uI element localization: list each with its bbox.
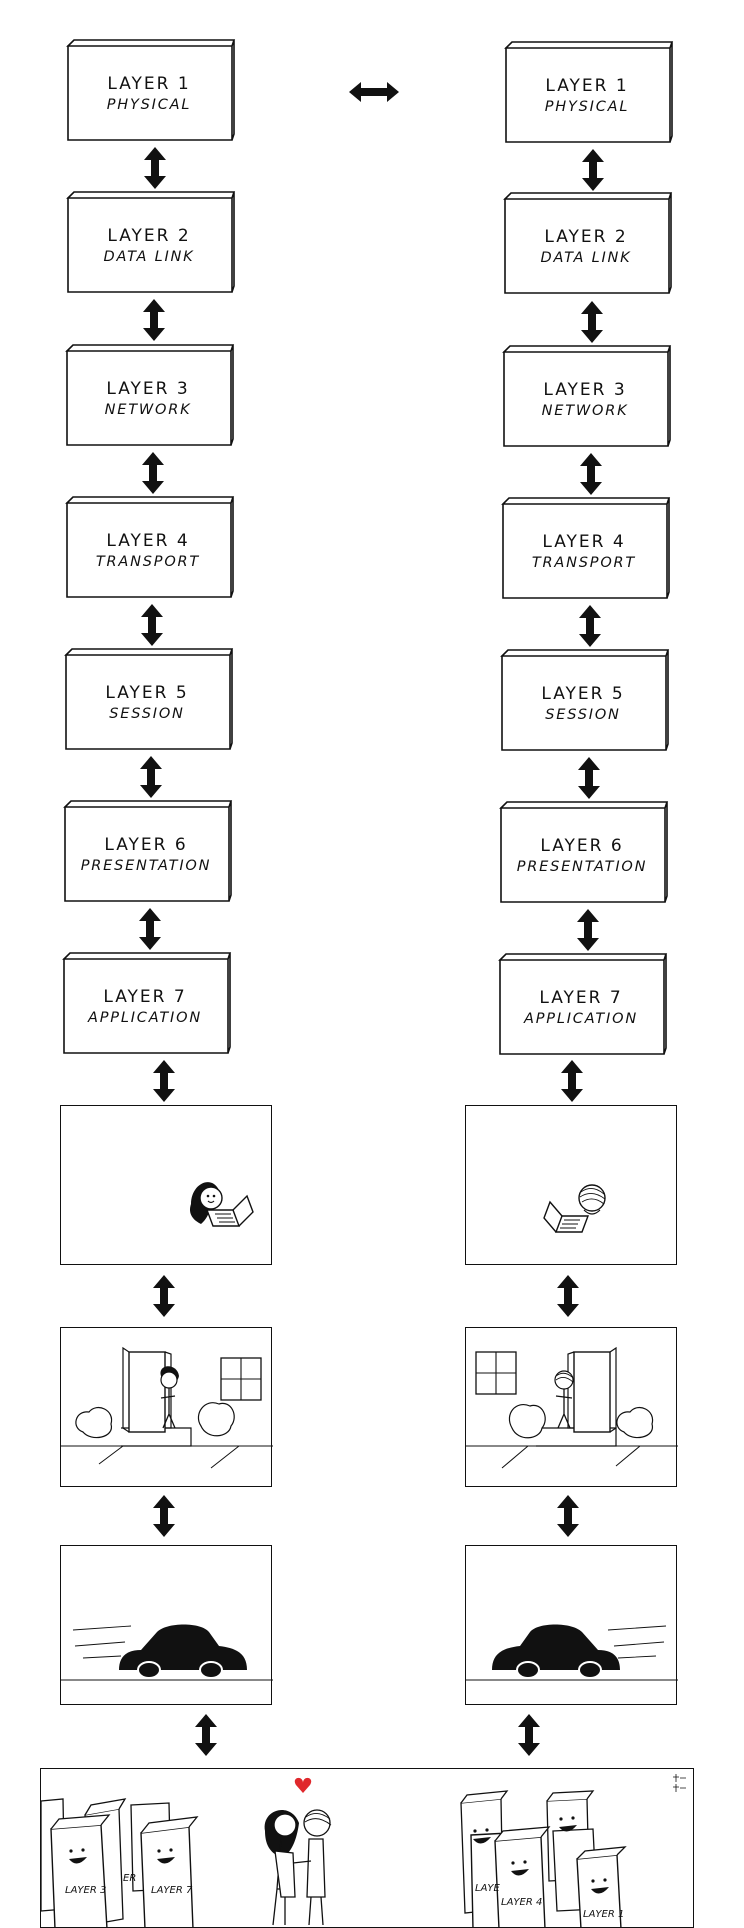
left-doorway-panel [60,1327,273,1487]
box-outline [66,191,236,293]
layer-subtitle: PRESENTATION [80,857,212,874]
crowd-box-label: LAYER 1 [583,1909,624,1920]
vertical-double-arrow-icon [579,605,601,647]
vertical-double-arrow-icon [518,1714,540,1756]
layer-subtitle: DATA LINK [103,248,195,265]
vertical-double-arrow-icon [580,453,602,495]
heart-icon [294,1777,312,1793]
layer-title: LAYER 6 [104,835,188,856]
vertical-double-arrow-icon [577,909,599,951]
crowd-box-label: LAYER 7 [151,1885,193,1896]
crowd-box-label: LAYER 3 [65,1885,106,1896]
layer-subtitle: APPLICATION [88,1009,202,1026]
layer-subtitle: SESSION [545,706,621,723]
crowd-box-label: LAYE [475,1883,501,1894]
couple-hugging [264,1777,332,1926]
layer-subtitle: PRESENTATION [516,858,648,875]
layer-title: LAYER 1 [107,74,191,95]
layer-subtitle: TRANSPORT [95,553,201,570]
horizontal-double-arrow-icon [349,82,399,102]
vertical-double-arrow-icon [561,1060,583,1102]
layer-subtitle: PHYSICAL [106,96,192,113]
crowd-box-label: LAYER 4 [501,1897,542,1908]
celebration-panel: LAYER 3 ER LAYER 7 [40,1768,694,1928]
box-outline [503,192,673,294]
layer-title: LAYER 4 [542,532,626,553]
layer-title: LAYER 5 [541,684,625,705]
vertical-double-arrow-icon [142,452,164,494]
boy-at-door-illustration [466,1346,678,1469]
box-outline [65,344,235,446]
vertical-double-arrow-icon [578,757,600,799]
layer-subtitle: APPLICATION [524,1010,638,1027]
right-laptop-panel [465,1105,677,1265]
right-car-panel [465,1545,678,1705]
box-outline [499,801,669,903]
layer-title: LAYER 5 [105,683,189,704]
vertical-double-arrow-icon [153,1495,175,1537]
box-outline [65,496,235,598]
vertical-double-arrow-icon [581,301,603,343]
left-layer-crowd: LAYER 3 ER LAYER 7 [41,1798,199,1927]
box-outline [62,952,232,1054]
vertical-double-arrow-icon [141,604,163,646]
right-layer-crowd: LAYE LAYER 4 LAYER 1 [460,1790,627,1927]
layer-title: LAYER 3 [543,380,627,401]
box-outline [500,649,670,751]
vertical-double-arrow-icon [582,149,604,191]
box-outline [64,648,234,750]
left-car-panel [60,1545,273,1705]
vertical-double-arrow-icon [139,908,161,950]
celebration-illustration: LAYER 3 ER LAYER 7 [41,1774,686,1927]
box-outline [66,39,236,141]
layer-subtitle: DATA LINK [540,249,632,266]
vertical-double-arrow-icon [557,1275,579,1317]
layer-subtitle: SESSION [109,705,185,722]
box-outline [504,41,674,143]
layer-title: LAYER 4 [106,531,190,552]
girl-at-door-illustration [61,1346,273,1469]
layer-subtitle: PHYSICAL [544,98,630,115]
layer-title: LAYER 7 [103,987,187,1008]
vertical-double-arrow-icon [143,299,165,341]
vertical-double-arrow-icon [140,756,162,798]
boy-with-laptop-illustration [543,1184,606,1233]
layer-subtitle: NETWORK [541,402,629,419]
layer-subtitle: TRANSPORT [531,554,637,571]
box-outline [498,953,668,1055]
box-outline [501,497,671,599]
girl-with-laptop-illustration [190,1182,254,1227]
vertical-double-arrow-icon [195,1714,217,1756]
layer-title: LAYER 2 [107,226,191,247]
layer-title: LAYER 7 [539,988,623,1009]
layer-title: LAYER 3 [106,379,190,400]
vertical-double-arrow-icon [557,1495,579,1537]
crowd-box-label: ER [123,1873,136,1884]
box-outline [63,800,233,902]
layer-title: LAYER 1 [545,76,629,97]
layer-title: LAYER 2 [544,227,628,248]
box-outline [502,345,672,447]
vertical-double-arrow-icon [144,147,166,189]
vertical-double-arrow-icon [153,1060,175,1102]
car-driving-right-illustration [61,1624,273,1681]
car-driving-left-illustration [466,1624,678,1681]
right-doorway-panel [465,1327,678,1487]
layer-subtitle: NETWORK [104,401,192,418]
artist-signature [673,1774,686,1792]
left-laptop-panel [60,1105,272,1265]
vertical-double-arrow-icon [153,1275,175,1317]
layer-title: LAYER 6 [540,836,624,857]
